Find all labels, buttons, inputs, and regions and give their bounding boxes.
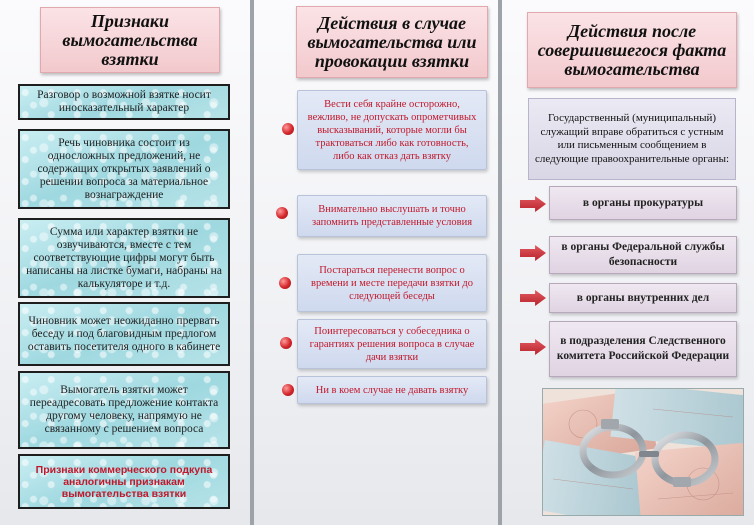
organ-item: в органы прокуратуры: [549, 186, 737, 220]
red-bullet-icon: [282, 384, 294, 396]
after-title: Действия после совершившегося факта вымо…: [527, 12, 737, 88]
action-item: Внимательно выслушать и точно запомнить …: [297, 195, 487, 237]
red-bullet-icon: [276, 207, 288, 219]
sign-item: Сумма или характер взятки не озвучиваютс…: [18, 218, 230, 298]
action-item: Ни в коем случае не давать взятку: [297, 376, 487, 404]
sign-item: Речь чиновника состоит из односложных пр…: [18, 129, 230, 209]
action-item: Поинтересоваться у собеседника о гаранти…: [297, 319, 487, 369]
red-arrow-icon: [520, 196, 546, 212]
red-arrow-icon: [520, 245, 546, 261]
sign-item: Разговор о возможной взятке носит иноска…: [18, 84, 230, 120]
action-item: Вести себя крайне осторожно, вежливо, не…: [297, 90, 487, 170]
action-item: Постараться перенести вопрос о времени и…: [297, 254, 487, 312]
organ-item: в подразделения Следственного комитета Р…: [549, 321, 737, 377]
handcuffs-money-image: [542, 388, 744, 516]
red-bullet-icon: [282, 123, 294, 135]
organ-item: в органы Федеральной службы безопасности: [549, 236, 737, 274]
sign-item: Чиновник может неожиданно прервать бесед…: [18, 302, 230, 366]
red-arrow-icon: [520, 339, 546, 355]
sign-item: Вымогатель взятки может переадресовать п…: [18, 371, 230, 449]
actions-title: Действия в случае вымогательства или про…: [296, 6, 488, 78]
red-arrow-icon: [520, 290, 546, 306]
after-intro: Государственный (муниципальный) служащий…: [528, 98, 736, 180]
organ-item: в органы внутренних дел: [549, 283, 737, 313]
sign-item-commercial-bribery: Признаки коммерческого подкупа аналогичн…: [18, 454, 230, 509]
signs-title: Признаки вымогательства взятки: [40, 7, 220, 73]
red-bullet-icon: [279, 277, 291, 289]
column-divider: [250, 0, 254, 525]
red-bullet-icon: [280, 337, 292, 349]
column-divider: [498, 0, 502, 525]
